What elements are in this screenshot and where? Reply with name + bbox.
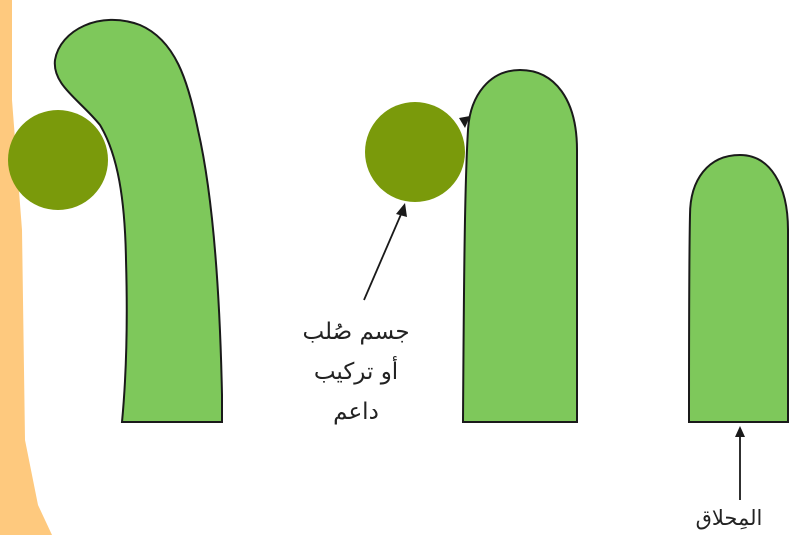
support-label-line-2: أو تركيب (286, 352, 426, 392)
stem-stage-1 (55, 20, 222, 422)
tendril-label: المِحلاق (664, 504, 794, 532)
support-pointer-arrow (364, 212, 402, 300)
support-arrowhead (396, 203, 407, 217)
stem-stage-3 (689, 155, 788, 422)
support-body-stage-2 (365, 102, 465, 202)
support-body-label: جسم صُلب أو تركيب داعم (286, 312, 426, 432)
support-label-line-1: جسم صُلب (286, 312, 426, 352)
support-label-line-3: داعم (286, 392, 426, 432)
orange-side-panel (0, 0, 52, 535)
tendril-arrowhead (735, 426, 745, 437)
support-body-stage-1 (8, 110, 108, 210)
stem-stage-2 (463, 70, 577, 422)
